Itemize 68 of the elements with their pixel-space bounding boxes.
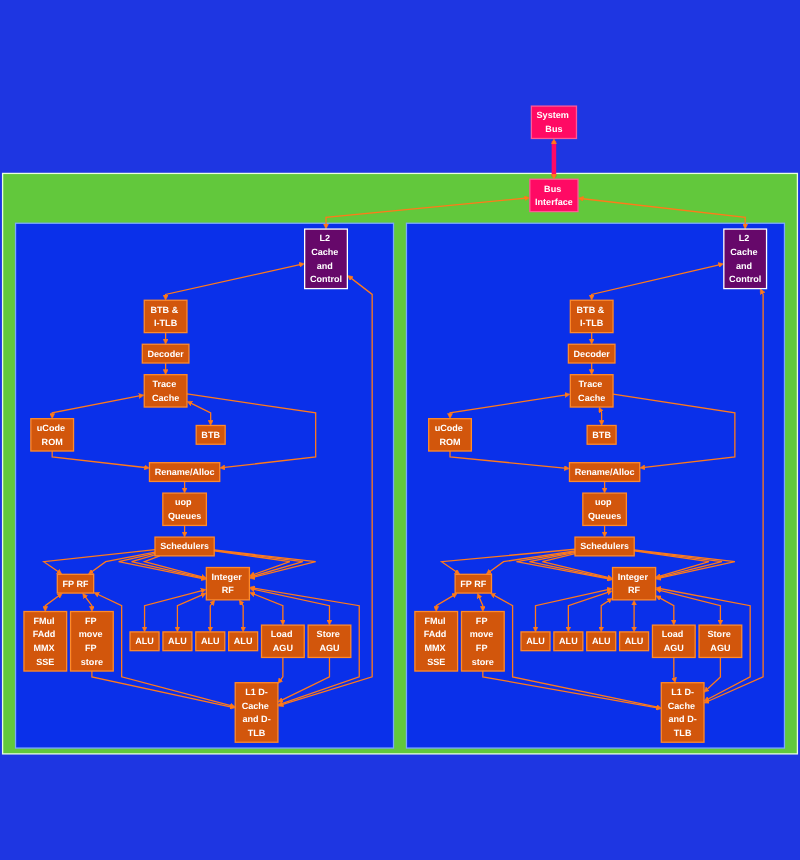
arrow xyxy=(703,288,766,704)
arrow xyxy=(49,393,145,419)
arrow xyxy=(181,524,188,538)
arrow xyxy=(42,592,63,612)
arrow xyxy=(671,656,677,683)
arrow xyxy=(186,401,214,426)
arrow xyxy=(239,599,246,633)
arrow xyxy=(490,592,662,710)
arrow xyxy=(447,392,571,419)
arrow xyxy=(528,551,613,581)
cluster xyxy=(405,222,786,749)
cluster xyxy=(1,172,799,755)
arrow xyxy=(482,670,662,711)
arrow xyxy=(612,393,736,471)
arrow xyxy=(323,195,530,230)
arrow xyxy=(485,550,576,575)
arrow xyxy=(91,670,236,710)
arrow xyxy=(277,656,331,703)
arrow xyxy=(588,262,724,301)
arrow xyxy=(655,586,751,702)
arrow xyxy=(142,555,207,580)
arrow xyxy=(130,554,207,581)
arrow xyxy=(578,196,749,230)
arrow xyxy=(213,550,291,577)
arrow xyxy=(532,586,613,633)
arrow xyxy=(277,656,284,684)
arrow xyxy=(598,407,605,426)
arrow xyxy=(633,549,723,580)
arrow xyxy=(162,261,305,301)
arrow xyxy=(213,549,304,579)
arrow xyxy=(565,589,613,633)
arrow xyxy=(449,450,570,471)
arrow xyxy=(186,393,317,471)
arrow xyxy=(598,598,613,633)
arrow xyxy=(541,553,613,581)
arrow xyxy=(515,550,613,582)
arrow xyxy=(82,593,95,612)
arrow xyxy=(118,552,207,582)
arrow xyxy=(42,549,156,575)
arrow xyxy=(249,586,333,626)
arrow xyxy=(181,480,188,494)
arrow xyxy=(277,275,373,708)
arrow xyxy=(249,585,360,707)
arrow xyxy=(601,480,608,494)
arrow xyxy=(207,599,216,633)
cluster xyxy=(14,222,395,749)
arrow xyxy=(703,656,722,693)
arrow xyxy=(633,549,736,581)
arrow xyxy=(162,362,169,375)
arrow xyxy=(551,138,557,180)
arrow xyxy=(93,592,236,709)
arrow xyxy=(249,591,286,626)
arrow xyxy=(588,331,595,345)
arrow xyxy=(655,595,677,626)
arrow xyxy=(588,362,595,375)
arrow xyxy=(439,548,576,575)
arrow xyxy=(174,592,207,633)
arrow xyxy=(162,331,169,345)
arrow xyxy=(476,593,486,612)
arrow xyxy=(88,551,156,575)
arrow xyxy=(141,588,207,633)
arrow xyxy=(213,549,317,580)
arrow xyxy=(655,587,724,626)
arrow xyxy=(633,550,710,579)
arrow xyxy=(631,599,637,633)
arrow xyxy=(433,592,458,612)
arrow xyxy=(601,524,608,538)
arrow xyxy=(51,450,150,471)
